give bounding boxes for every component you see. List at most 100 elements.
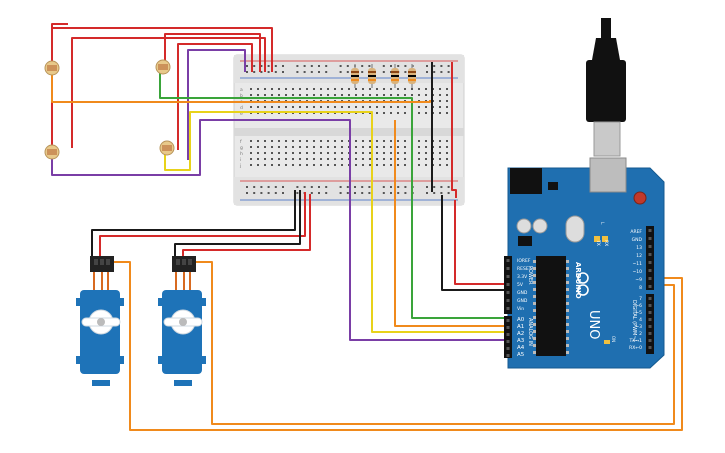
chip-pin — [533, 260, 536, 263]
breadboard-hole — [334, 152, 336, 154]
breadboard-hole — [271, 94, 273, 96]
wire-red-ldr3b — [71, 37, 266, 148]
breadboard-hole — [278, 106, 280, 108]
breadboard-hole — [250, 106, 252, 108]
breadboard-hole — [313, 140, 315, 142]
breadboard-hole — [282, 71, 284, 73]
header-hole — [648, 285, 652, 288]
breadboard-hole — [282, 65, 284, 67]
pin-10: ~10 — [633, 269, 643, 275]
breadboard-hole — [439, 152, 441, 154]
breadboard-hole — [346, 192, 349, 194]
breadboard-hole — [292, 152, 294, 154]
breadboard-hole — [250, 94, 252, 96]
breadboard-hole — [278, 164, 280, 166]
breadboard-hole — [446, 88, 448, 90]
wire-purple-top — [187, 49, 246, 160]
breadboard-hole — [404, 152, 406, 154]
breadboard-hole — [310, 192, 313, 194]
breadboard-hole — [327, 140, 329, 142]
breadboard-hole — [260, 192, 263, 194]
breadboard-hole — [383, 164, 385, 166]
breadboard-row-letter: d — [240, 105, 243, 111]
wire-servo1-black — [91, 190, 296, 262]
breadboard-hole — [446, 140, 448, 142]
breadboard-hole — [271, 106, 273, 108]
header-hole — [506, 333, 510, 336]
breadboard-hole — [325, 186, 328, 188]
breadboard-hole — [404, 164, 406, 166]
breadboard-hole — [341, 94, 343, 96]
header-hole — [506, 340, 510, 343]
breadboard-hole — [271, 88, 273, 90]
header-hole — [648, 339, 652, 342]
breadboard-hole — [397, 140, 399, 142]
breadboard-hole — [313, 146, 315, 148]
breadboard-hole — [296, 192, 299, 194]
breadboard-hole — [446, 106, 448, 108]
breadboard-hole — [274, 65, 277, 67]
breadboard-hole — [383, 94, 385, 96]
breadboard-hole — [299, 146, 301, 148]
chip-pin — [533, 351, 536, 354]
wire-servo2-black — [174, 190, 301, 262]
breadboard-hole — [320, 164, 322, 166]
breadboard-hole — [390, 94, 392, 96]
breadboard-hole — [257, 152, 259, 154]
breadboard-hole — [361, 71, 364, 73]
usb-cable — [586, 18, 626, 157]
breadboard-hole — [320, 158, 322, 160]
breadboard-hole — [368, 192, 371, 194]
header-hole — [506, 347, 510, 350]
breadboard-hole — [313, 88, 315, 90]
reset-button[interactable] — [633, 191, 647, 205]
crystal — [565, 215, 585, 243]
breadboard-hole — [264, 140, 266, 142]
analog-header — [504, 316, 512, 358]
wire-servo1-signal — [112, 261, 683, 431]
breadboard-hole — [354, 186, 356, 188]
breadboard-hole — [325, 65, 328, 67]
usb-plug-housing — [586, 60, 626, 122]
breadboard-hole — [325, 192, 328, 194]
breadboard-hole — [250, 152, 252, 154]
chip-pin — [566, 295, 569, 298]
label-tx: TX — [595, 239, 601, 246]
usb-cable-strain — [601, 18, 611, 38]
breadboard-hole — [260, 65, 263, 67]
breadboard-hole — [418, 88, 420, 90]
breadboard-hole — [318, 71, 320, 73]
chip-pin — [533, 337, 536, 340]
wire-orange-ldr — [51, 72, 431, 103]
breadboard-hole — [390, 192, 392, 194]
breadboard-hole — [355, 106, 357, 108]
breadboard-hole — [313, 158, 315, 160]
breadboard-hole — [282, 192, 284, 194]
breadboard-hole — [250, 158, 252, 160]
breadboard-hole — [390, 152, 392, 154]
breadboard-hole — [339, 71, 342, 73]
pin-6: ~6 — [635, 303, 642, 309]
breadboard-hole — [264, 88, 266, 90]
servo-2-leads — [175, 272, 191, 290]
breadboard-hole — [397, 192, 400, 194]
breadboard-hole — [355, 94, 357, 96]
chip-pin — [533, 288, 536, 291]
analog-header-title: ANALOG IN — [527, 318, 533, 346]
breadboard-hole — [362, 106, 364, 108]
wires — [51, 23, 683, 431]
breadboard-hole — [341, 106, 343, 108]
breadboard-hole — [390, 186, 392, 188]
breadboard-hole — [390, 146, 392, 148]
breadboard-hole — [292, 164, 294, 166]
on-led — [604, 340, 610, 344]
breadboard-hole — [354, 192, 356, 194]
breadboard-hole — [369, 164, 371, 166]
breadboard-hole — [260, 71, 263, 73]
pin-13: 13 — [636, 245, 642, 251]
breadboard-row-letter: b — [240, 93, 243, 99]
header-hole — [506, 299, 510, 302]
breadboard-hole — [267, 65, 270, 67]
chip-pin — [533, 309, 536, 312]
